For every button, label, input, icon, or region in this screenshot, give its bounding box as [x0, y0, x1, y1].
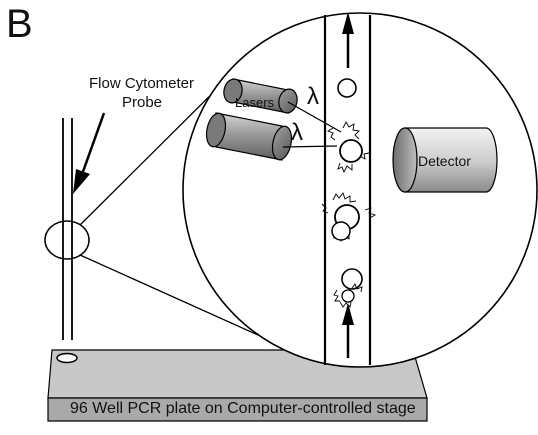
lasers-label: Lasers: [235, 95, 275, 110]
flow-channel: [323, 15, 372, 365]
laser-cylinder-front: [205, 112, 293, 161]
probe-label-line-2: Probe: [122, 94, 163, 111]
probe-label-line-1: Flow Cytometer: [89, 75, 195, 92]
plate-label: 96 Well PCR plate on Computer-controlled…: [70, 400, 416, 417]
detector: [392, 127, 498, 193]
panel-letter: B: [6, 2, 33, 46]
fluorescent-particle-icon: [333, 283, 363, 308]
probe-zoom-circle: [44, 220, 90, 260]
flow-arrow-up-icon: [342, 303, 354, 358]
laser-beam-2: [282, 145, 338, 148]
detector-label: Detector: [418, 153, 471, 169]
particle-icon: [337, 78, 357, 98]
particles: [321, 78, 377, 308]
particle-icon: [341, 268, 363, 290]
fluorescent-particle-icon: [321, 192, 377, 243]
laser-cylinder-back: [223, 78, 298, 114]
plate-well: [56, 352, 78, 364]
wavelength-symbol-2: λ: [291, 119, 303, 146]
laser-beam-1: [287, 101, 342, 133]
flow-arrow-up-icon: [342, 12, 354, 68]
probe-pointer-arrow-icon: [73, 112, 106, 194]
wavelength-symbol-1: λ: [307, 83, 319, 110]
zoom-line-bottom: [79, 254, 259, 336]
fluorescent-particle-icon: [326, 121, 370, 174]
probe: [62, 118, 73, 340]
